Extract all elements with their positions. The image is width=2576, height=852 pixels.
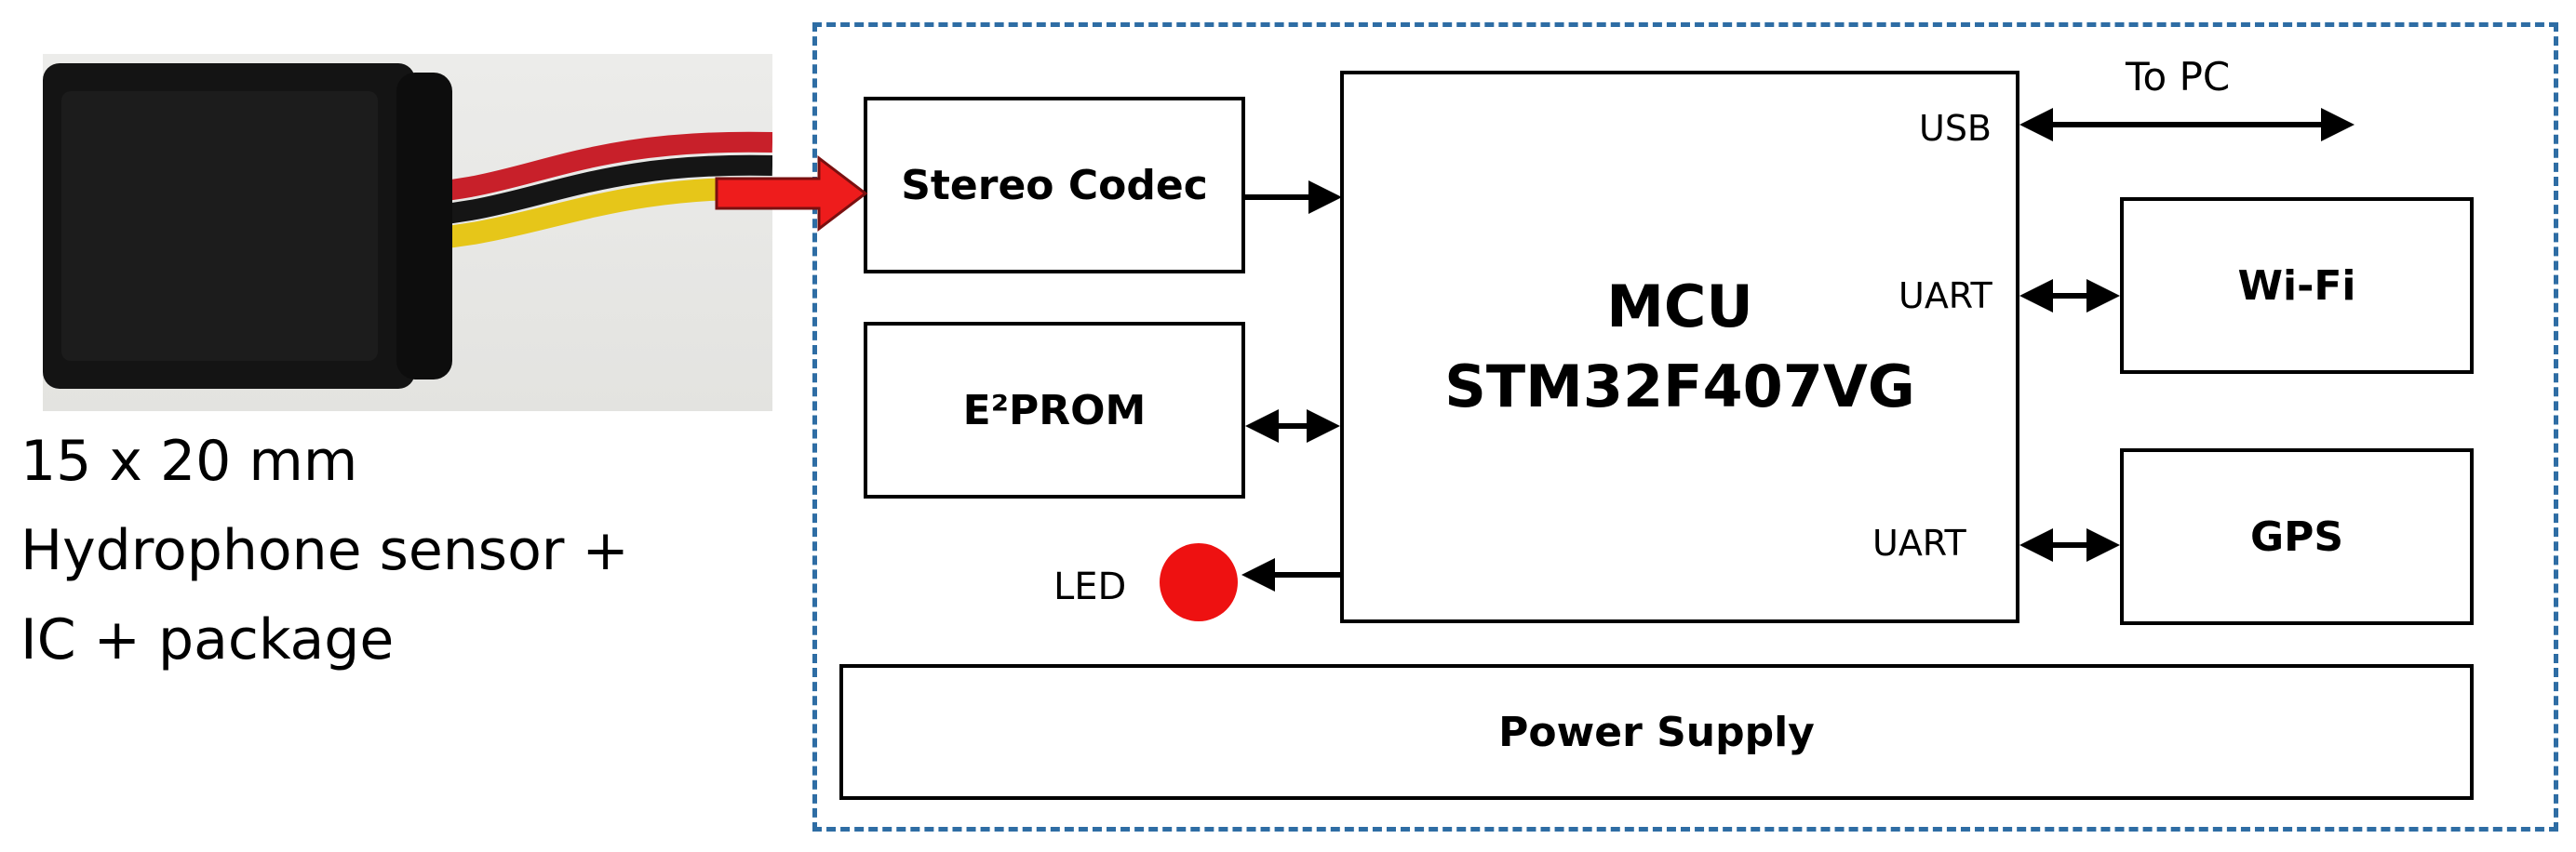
eeprom-label: E²PROM: [962, 386, 1147, 434]
wifi-label: Wi-Fi: [2237, 261, 2356, 310]
power-supply-block: Power Supply: [839, 664, 2474, 800]
caption-line-sensor: Hydrophone sensor +: [20, 518, 629, 583]
photo-caption: 15 x 20 mm Hydrophone sensor + IC + pack…: [20, 417, 629, 685]
system-boundary: [812, 22, 2558, 832]
gps-label: GPS: [2249, 513, 2344, 561]
mcu-block: MCU STM32F407VG: [1340, 71, 2019, 623]
usb-port-label: USB: [1919, 108, 1992, 149]
sensor-to-codec-arrow: [715, 154, 868, 233]
uart-gps-port-label: UART: [1872, 523, 1966, 564]
led-label: LED: [1053, 566, 1127, 608]
caption-line-dimensions: 15 x 20 mm: [20, 429, 358, 494]
stereo-codec-label: Stereo Codec: [901, 161, 1208, 209]
led-indicator: [1160, 543, 1238, 621]
hydrophone-photo: [43, 54, 772, 411]
wifi-block: Wi-Fi: [2120, 197, 2474, 374]
stereo-codec-block: Stereo Codec: [864, 97, 1245, 273]
mcu-part-number: STM32F407VG: [1444, 353, 1915, 420]
power-supply-label: Power Supply: [1498, 708, 1815, 756]
mcu-title: MCU: [1606, 273, 1753, 340]
hydrophone-illustration: [43, 63, 772, 389]
caption-line-package: IC + package: [20, 607, 395, 672]
uart-wifi-port-label: UART: [1898, 275, 1992, 316]
to-pc-label: To PC: [2126, 54, 2231, 100]
gps-block: GPS: [2120, 448, 2474, 625]
eeprom-block: E²PROM: [864, 322, 1245, 499]
